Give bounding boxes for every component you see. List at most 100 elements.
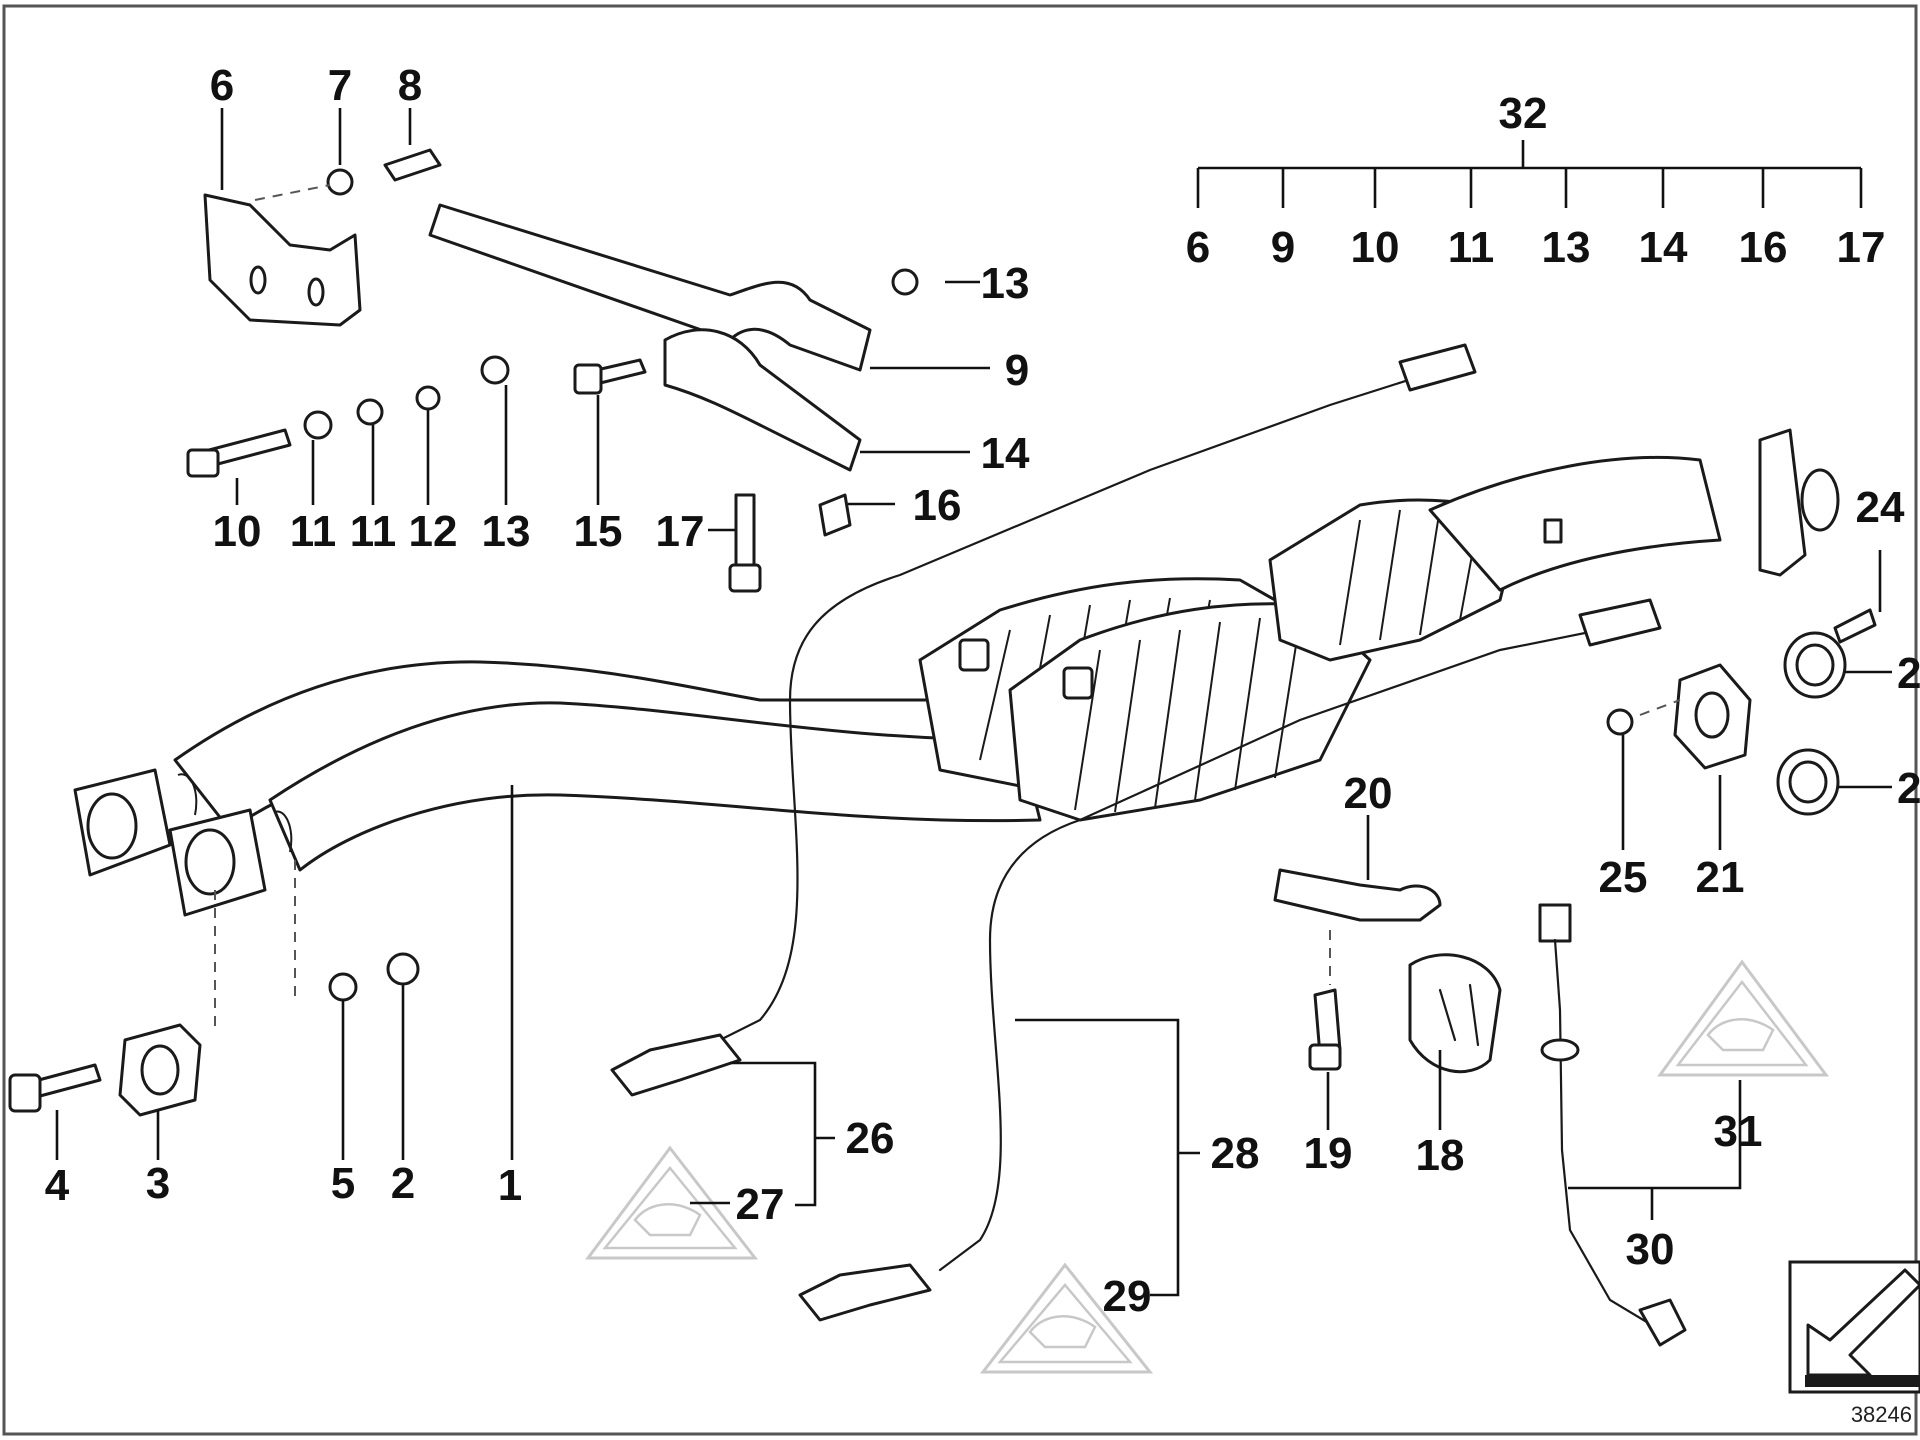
right-side-hardware [1273, 608, 1877, 1347]
sensor-cable-lower [938, 628, 1602, 1272]
pipe-collars [177, 773, 293, 853]
orientation-arrow-box [1788, 1260, 1920, 1394]
callout-label: 11 [1448, 223, 1495, 272]
callout-label: 28 [1211, 1129, 1260, 1178]
callout-label: 26 [846, 1114, 895, 1163]
assembly-line [254, 184, 331, 201]
front-pipe-assembly [73, 428, 1840, 917]
callout-label: 17 [1837, 223, 1886, 272]
pipe-clamp-lower [663, 328, 862, 472]
sensor-probe-upper [610, 1033, 742, 1097]
nut-part [356, 398, 384, 426]
flange-hole-rear [86, 792, 138, 860]
warning-triangles [585, 959, 1829, 1374]
callout-label: 9 [1271, 223, 1295, 272]
nut-part [480, 355, 510, 385]
rear-converter-ribs [1339, 507, 1481, 646]
bolt-part [1833, 608, 1877, 644]
stud-nut [8, 1073, 42, 1113]
sensor-plug-lower [1578, 598, 1662, 647]
warning-triangle-icon [979, 1262, 1154, 1374]
callout-label: 8 [398, 61, 422, 110]
callout-label: 29 [1103, 1272, 1152, 1321]
temperature-sensor-lead [1553, 938, 1662, 1332]
nut-part [303, 410, 333, 440]
nut-part [386, 952, 420, 986]
callout-label: 9 [1005, 346, 1029, 395]
outlet-pipe [1428, 455, 1722, 592]
bolt-head [1308, 1043, 1342, 1071]
group-label-32: 32 [1499, 89, 1548, 138]
bracket-hole [307, 277, 325, 307]
callout-label: 10 [213, 507, 262, 556]
sensor-boss-rear [958, 638, 990, 672]
callout-label: 17 [656, 507, 705, 556]
callout-label: 14 [981, 429, 1030, 478]
leader-lines [55, 108, 1892, 1297]
callout-label: 23 [1897, 649, 1920, 698]
seal-ring-inner [1788, 760, 1828, 804]
hanger-clip [1273, 868, 1442, 922]
callout-label: 2 [391, 1159, 415, 1208]
callout-label: 13 [482, 507, 531, 556]
callout-label: 6 [1186, 223, 1210, 272]
callout-label: 3 [146, 1159, 170, 1208]
arrow-base-bar [1805, 1375, 1920, 1387]
mounting-hardware [186, 148, 919, 593]
callout-label: 16 [913, 481, 962, 530]
mounting-bracket [203, 193, 362, 327]
callout-label: 10 [1351, 223, 1400, 272]
callout-label: 21 [1696, 853, 1745, 902]
callout-label: 25 [1599, 853, 1648, 902]
callout-labels: 32 6 9 10 11 13 14 16 17 6 7 8 13 9 14 1… [45, 61, 1920, 1427]
washer-part [328, 972, 358, 1002]
callout-label: 18 [1416, 1131, 1465, 1180]
bolt-part [734, 493, 756, 575]
gasket-hole [140, 1044, 180, 1096]
nut-part [326, 168, 354, 196]
callout-label: 15 [574, 507, 623, 556]
sensor-probe-lower [798, 1263, 932, 1322]
callout-label: 11 [290, 507, 337, 556]
temperature-sensor-tip [1638, 1298, 1687, 1347]
outlet-opening [1800, 468, 1840, 532]
sensor-grommet [1540, 1038, 1580, 1062]
callout-label: 31 [1714, 1107, 1763, 1156]
bolt-head [728, 563, 762, 593]
sensor-boss-front [1062, 666, 1094, 700]
outlet-flange [1758, 428, 1807, 577]
warning-triangle-icon [1657, 959, 1829, 1077]
callout-label: 6 [210, 61, 234, 110]
callout-label: 16 [1739, 223, 1788, 272]
callout-label: 20 [1344, 769, 1393, 818]
washer-part [415, 385, 441, 411]
oxygen-sensors [610, 343, 1662, 1322]
pipe-hanger-strap [428, 203, 872, 372]
rubber-mount-detail [1438, 983, 1480, 1047]
flange-hole-front [184, 828, 236, 896]
callout-label: 23 [1897, 764, 1920, 813]
callout-label: 1 [498, 1161, 522, 1210]
sensor-connector [1538, 903, 1572, 943]
bolt-head [186, 448, 220, 478]
sensor-cable-upper [718, 368, 1442, 1042]
callout-label: 12 [409, 507, 458, 556]
bolt-part [818, 493, 852, 537]
assembly-line [1639, 699, 1681, 716]
rubber-mount [1408, 953, 1502, 1074]
nut-part [891, 268, 919, 296]
nut-part [1606, 708, 1634, 736]
callout-label: 24 [1856, 483, 1905, 532]
callout-label: 30 [1626, 1225, 1675, 1274]
bolt-part [383, 148, 442, 182]
diagram-frame [2, 4, 1918, 1436]
sensor-plug-upper [1398, 343, 1477, 392]
bracket-hole [249, 265, 267, 295]
catalytic-converter-front [1008, 602, 1372, 822]
callout-label: 19 [1304, 1129, 1353, 1178]
callout-label: 4 [45, 1161, 70, 1210]
callout-label: 13 [981, 259, 1030, 308]
callout-label: 5 [331, 1159, 355, 1208]
